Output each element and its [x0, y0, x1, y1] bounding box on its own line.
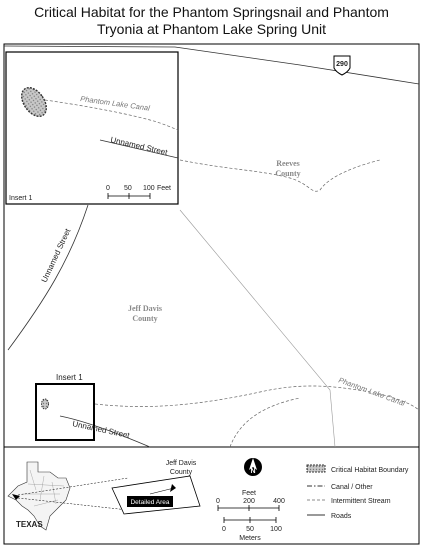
locator-leader-top — [17, 477, 129, 496]
detailed-area-box — [127, 496, 173, 507]
north-arrow-letter: N — [250, 468, 255, 475]
map-frame — [3, 43, 420, 545]
scale-meters-label-100: 100 — [270, 526, 282, 533]
insert-1-marker-box — [35, 383, 95, 441]
intermittent-stream-lower — [229, 397, 301, 448]
north-arrow-pointer — [249, 458, 257, 470]
phantom-lake-canal-label: Phantom Lake Canal — [337, 375, 406, 408]
inset-street-line — [99, 139, 179, 159]
scale-meters-label-50: 50 — [246, 526, 254, 533]
jeff-davis-county-label-line2: County — [132, 314, 157, 323]
north-arrow-icon: N — [244, 458, 262, 476]
legend-canal-label: Canal / Other — [331, 484, 373, 491]
jeff-davis-county-locator — [12, 494, 20, 500]
legend-habitat-swatch — [306, 464, 326, 473]
highway-290-number: 290 — [336, 61, 348, 68]
inset-label: Insert 1 — [9, 195, 32, 202]
jeff-davis-county-label-line1: Jeff Davis — [128, 304, 162, 313]
locator-leader-bottom — [17, 497, 129, 511]
road-unnamed-street-bottom — [59, 415, 151, 448]
reeves-county-label-line2: County — [275, 169, 300, 178]
scale-meters-label-0: 0 — [222, 526, 226, 533]
texas-label: TEXAS — [16, 520, 43, 529]
insert-1-marker-label: Insert 1 — [56, 373, 83, 382]
inset-habitat-boundary — [20, 86, 48, 118]
inset-scale-label-0: 0 — [106, 185, 110, 192]
unnamed-street-bottom-label: Unnamed Street — [72, 419, 132, 440]
legend-habitat-label: Critical Habitat Boundary — [331, 467, 409, 474]
legend-roads-label: Roads — [331, 513, 352, 520]
locator-county-label-line1: Jeff Davis — [166, 460, 197, 467]
legend: Critical Habitat Boundary Canal / Other … — [306, 464, 409, 520]
inset-scale-unit: Feet — [157, 185, 171, 192]
scale-feet-unit: Feet — [242, 490, 256, 497]
scale-meters-unit: Meters — [239, 535, 261, 542]
map-title-line1: Critical Habitat for the Phantom Springs… — [34, 4, 389, 20]
scale-feet-label-400: 400 — [273, 498, 285, 505]
texas-outline — [7, 461, 71, 531]
road-unnamed-street-vertical — [7, 204, 89, 351]
inset-scale-label-50: 50 — [124, 185, 132, 192]
detailed-area-label: Detailed Area — [130, 499, 169, 506]
locator-county-label-line2: County — [170, 469, 193, 476]
phantom-lake-canal-main — [94, 385, 420, 411]
texas-county-lines — [22, 469, 65, 507]
inset-map: Phantom Lake Canal Unnamed Street Insert… — [5, 51, 179, 205]
inset-frame — [5, 51, 179, 205]
habitat-boundary-main — [41, 398, 49, 410]
locator-map: Detailed Area Jeff Davis County TEXAS — [7, 460, 201, 531]
inset-scale-label-100: 100 — [143, 185, 155, 192]
scale-bar: Feet 0 200 400 0 50 100 Meters — [216, 490, 285, 542]
scale-feet-label-0: 0 — [216, 498, 220, 505]
detailed-area-leader — [149, 487, 175, 495]
map-title-line2: Tryonia at Phantom Lake Spring Unit — [96, 21, 327, 37]
map-title: Critical Habitat for the Phantom Springs… — [0, 4, 423, 38]
intermittent-stream-upper — [179, 159, 381, 192]
jeff-davis-county-outline — [111, 475, 201, 515]
road-highway-290 — [3, 45, 420, 85]
highway-290-shield-icon — [333, 55, 351, 76]
reeves-county-label-line1: Reeves — [276, 159, 300, 168]
legend-stream-label: Intermittent Stream — [331, 498, 391, 505]
county-boundary-line — [179, 209, 336, 448]
scale-feet-label-200: 200 — [243, 498, 255, 505]
inset-canal-line — [44, 99, 179, 131]
